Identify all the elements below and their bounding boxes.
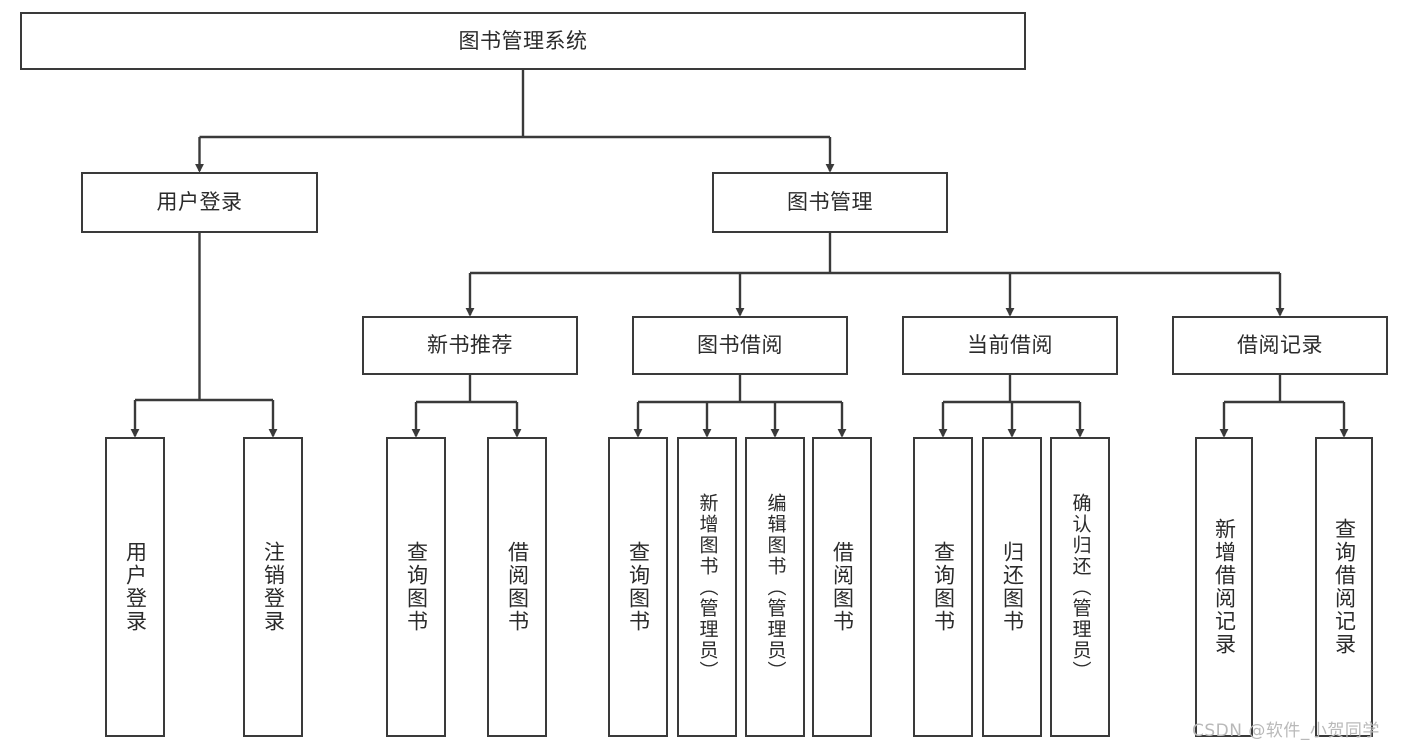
- node-label: 归还图书: [1000, 541, 1025, 633]
- node-l_bo_add[interactable]: 新增图书（管理员）: [677, 437, 737, 737]
- node-label: 查询借阅记录: [1332, 518, 1357, 656]
- node-l_cu_return[interactable]: 归还图书: [982, 437, 1042, 737]
- node-label: 用户登录: [156, 190, 243, 215]
- node-newbook[interactable]: 新书推荐: [362, 316, 578, 375]
- node-l_re_add[interactable]: 新增借阅记录: [1195, 437, 1253, 737]
- node-bookmgmt[interactable]: 图书管理: [712, 172, 948, 233]
- node-label: 当前借阅: [967, 333, 1053, 358]
- node-l_logout[interactable]: 注销登录: [243, 437, 303, 737]
- node-current[interactable]: 当前借阅: [902, 316, 1118, 375]
- node-label: 图书管理系统: [458, 28, 588, 53]
- node-l_nb_query[interactable]: 查询图书: [386, 437, 446, 737]
- node-root[interactable]: 图书管理系统: [20, 12, 1026, 70]
- node-label: 查询图书: [404, 541, 429, 633]
- node-label: 编辑图书（管理员）: [764, 492, 787, 682]
- node-label: 新书推荐: [427, 333, 513, 358]
- edge-group: [130, 70, 1349, 438]
- node-label: 确认归还（管理员）: [1069, 492, 1092, 682]
- node-label: 新增图书（管理员）: [696, 492, 719, 682]
- node-login[interactable]: 用户登录: [81, 172, 318, 233]
- node-l_cu_confirm[interactable]: 确认归还（管理员）: [1050, 437, 1110, 737]
- node-label: 借阅图书: [830, 541, 855, 633]
- node-borrow[interactable]: 图书借阅: [632, 316, 848, 375]
- node-l_bo_borrow[interactable]: 借阅图书: [812, 437, 872, 737]
- node-label: 借阅记录: [1237, 333, 1323, 358]
- node-l_bo_edit[interactable]: 编辑图书（管理员）: [745, 437, 805, 737]
- node-label: 借阅图书: [505, 541, 530, 633]
- node-l_bo_query[interactable]: 查询图书: [608, 437, 668, 737]
- node-l_nb_borrow[interactable]: 借阅图书: [487, 437, 547, 737]
- node-label: 查询图书: [931, 541, 956, 633]
- node-l_cu_query[interactable]: 查询图书: [913, 437, 973, 737]
- node-label: 注销登录: [261, 541, 286, 633]
- node-label: 查询图书: [626, 541, 651, 633]
- node-l_re_query[interactable]: 查询借阅记录: [1315, 437, 1373, 737]
- node-records[interactable]: 借阅记录: [1172, 316, 1388, 375]
- node-label: 新增借阅记录: [1212, 518, 1237, 656]
- node-l_userlogin[interactable]: 用户登录: [105, 437, 165, 737]
- node-label: 图书管理: [787, 190, 873, 215]
- node-label: 用户登录: [123, 541, 148, 633]
- node-label: 图书借阅: [697, 333, 783, 358]
